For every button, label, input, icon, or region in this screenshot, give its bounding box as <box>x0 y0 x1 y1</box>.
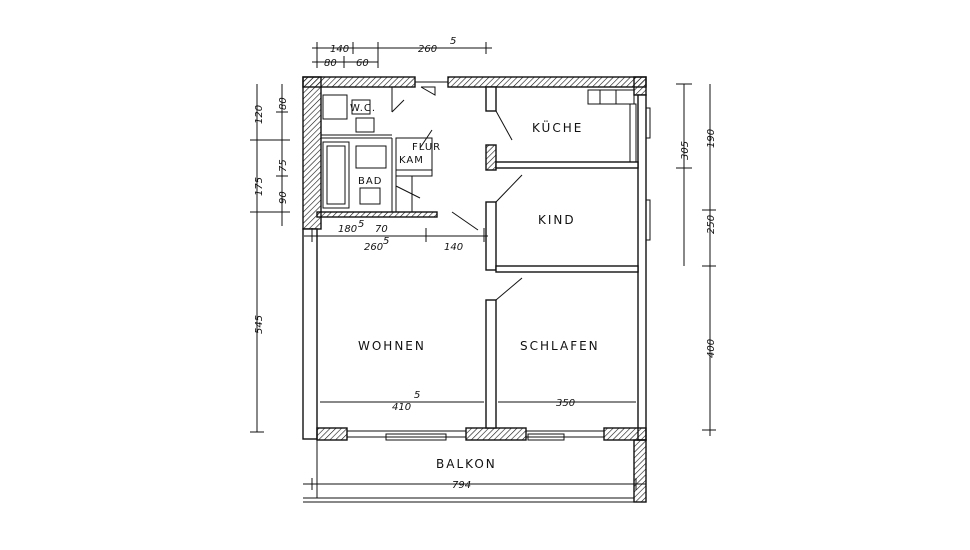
dim-schlafen-width: 350 <box>556 398 575 409</box>
left-wall-upper <box>302 76 322 230</box>
wall-kind-schlafen <box>495 265 639 273</box>
dim-left-75: 75 <box>278 159 289 172</box>
dim-mid-140: 140 <box>444 242 463 253</box>
dim-left-175: 175 <box>254 177 265 196</box>
room-label-wohnen: WOHNEN <box>358 339 426 353</box>
bottom-wall-left <box>316 427 348 441</box>
wc-basin <box>355 117 375 133</box>
bath-toilet <box>359 187 381 205</box>
dim-balkon-width: 794 <box>452 480 471 491</box>
right-wall <box>637 94 647 441</box>
bottom-wall-right <box>603 427 647 441</box>
room-label-flur: FLUR <box>412 142 441 153</box>
dim-top-260-sup: 5 <box>450 36 456 47</box>
dim-left-120: 120 <box>254 105 265 124</box>
dim-mid-260: 260 <box>364 242 383 253</box>
dim-right-190: 190 <box>706 129 717 148</box>
dim-mid-180: 180 <box>338 224 357 235</box>
balcony-side-wall <box>633 439 647 503</box>
balcony <box>303 439 647 503</box>
bottom-wall-mid <box>465 427 527 441</box>
fixtures <box>322 89 637 209</box>
dim-top-60: 60 <box>356 58 369 69</box>
dim-right-305: 305 <box>680 141 691 160</box>
room-label-wc: W.C. <box>350 103 376 114</box>
wall-kueche-kind <box>495 161 639 169</box>
room-label-balkon: BALKON <box>436 457 497 471</box>
wall-flur-kueche-mid <box>485 144 497 171</box>
right-wall-top <box>633 76 647 96</box>
dim-mid-180-sup: 5 <box>358 219 364 230</box>
wc-sink <box>351 99 371 115</box>
exterior-walls <box>302 76 647 441</box>
dim-top-140: 140 <box>330 44 349 55</box>
doors <box>391 81 523 301</box>
dim-mid-70: 70 <box>375 224 388 235</box>
bathtub <box>322 141 350 209</box>
wc-toilet <box>322 94 348 120</box>
dim-right-400: 400 <box>706 339 717 358</box>
right-windows <box>645 107 651 241</box>
kitchen-counter <box>629 103 637 163</box>
dim-wohnen-width: 410 <box>392 402 411 413</box>
interior-walls <box>316 86 639 429</box>
dimension-lines <box>250 42 716 490</box>
dim-left-90: 90 <box>278 191 289 204</box>
bath-sink <box>355 145 387 169</box>
room-label-kind: KIND <box>538 213 576 227</box>
dim-top-260: 260 <box>418 44 437 55</box>
wall-flur-kueche-top <box>485 86 497 112</box>
dim-mid-260-sup: 5 <box>383 236 389 247</box>
room-label-kam: KAM <box>399 155 424 166</box>
dim-top-80: 80 <box>324 58 337 69</box>
dim-left-80: 80 <box>278 97 289 110</box>
dim-left-545: 545 <box>254 315 265 334</box>
room-label-kueche: KÜCHE <box>532 119 583 135</box>
dim-wohnen-width-sup: 5 <box>414 390 420 401</box>
top-wall-right <box>447 76 647 88</box>
bathtub-inner <box>326 145 346 205</box>
room-label-schlafen: SCHLAFEN <box>520 339 600 353</box>
balcony-doors <box>347 430 604 441</box>
dim-right-250: 250 <box>706 215 717 234</box>
wall-wohnen-schlafen <box>485 299 497 429</box>
kitchen-stove <box>587 89 635 105</box>
room-label-bad: BAD <box>358 176 382 187</box>
left-wall-lower <box>302 228 318 440</box>
kammer-bottom-wall <box>395 169 433 177</box>
wall-bad-south <box>316 211 438 218</box>
